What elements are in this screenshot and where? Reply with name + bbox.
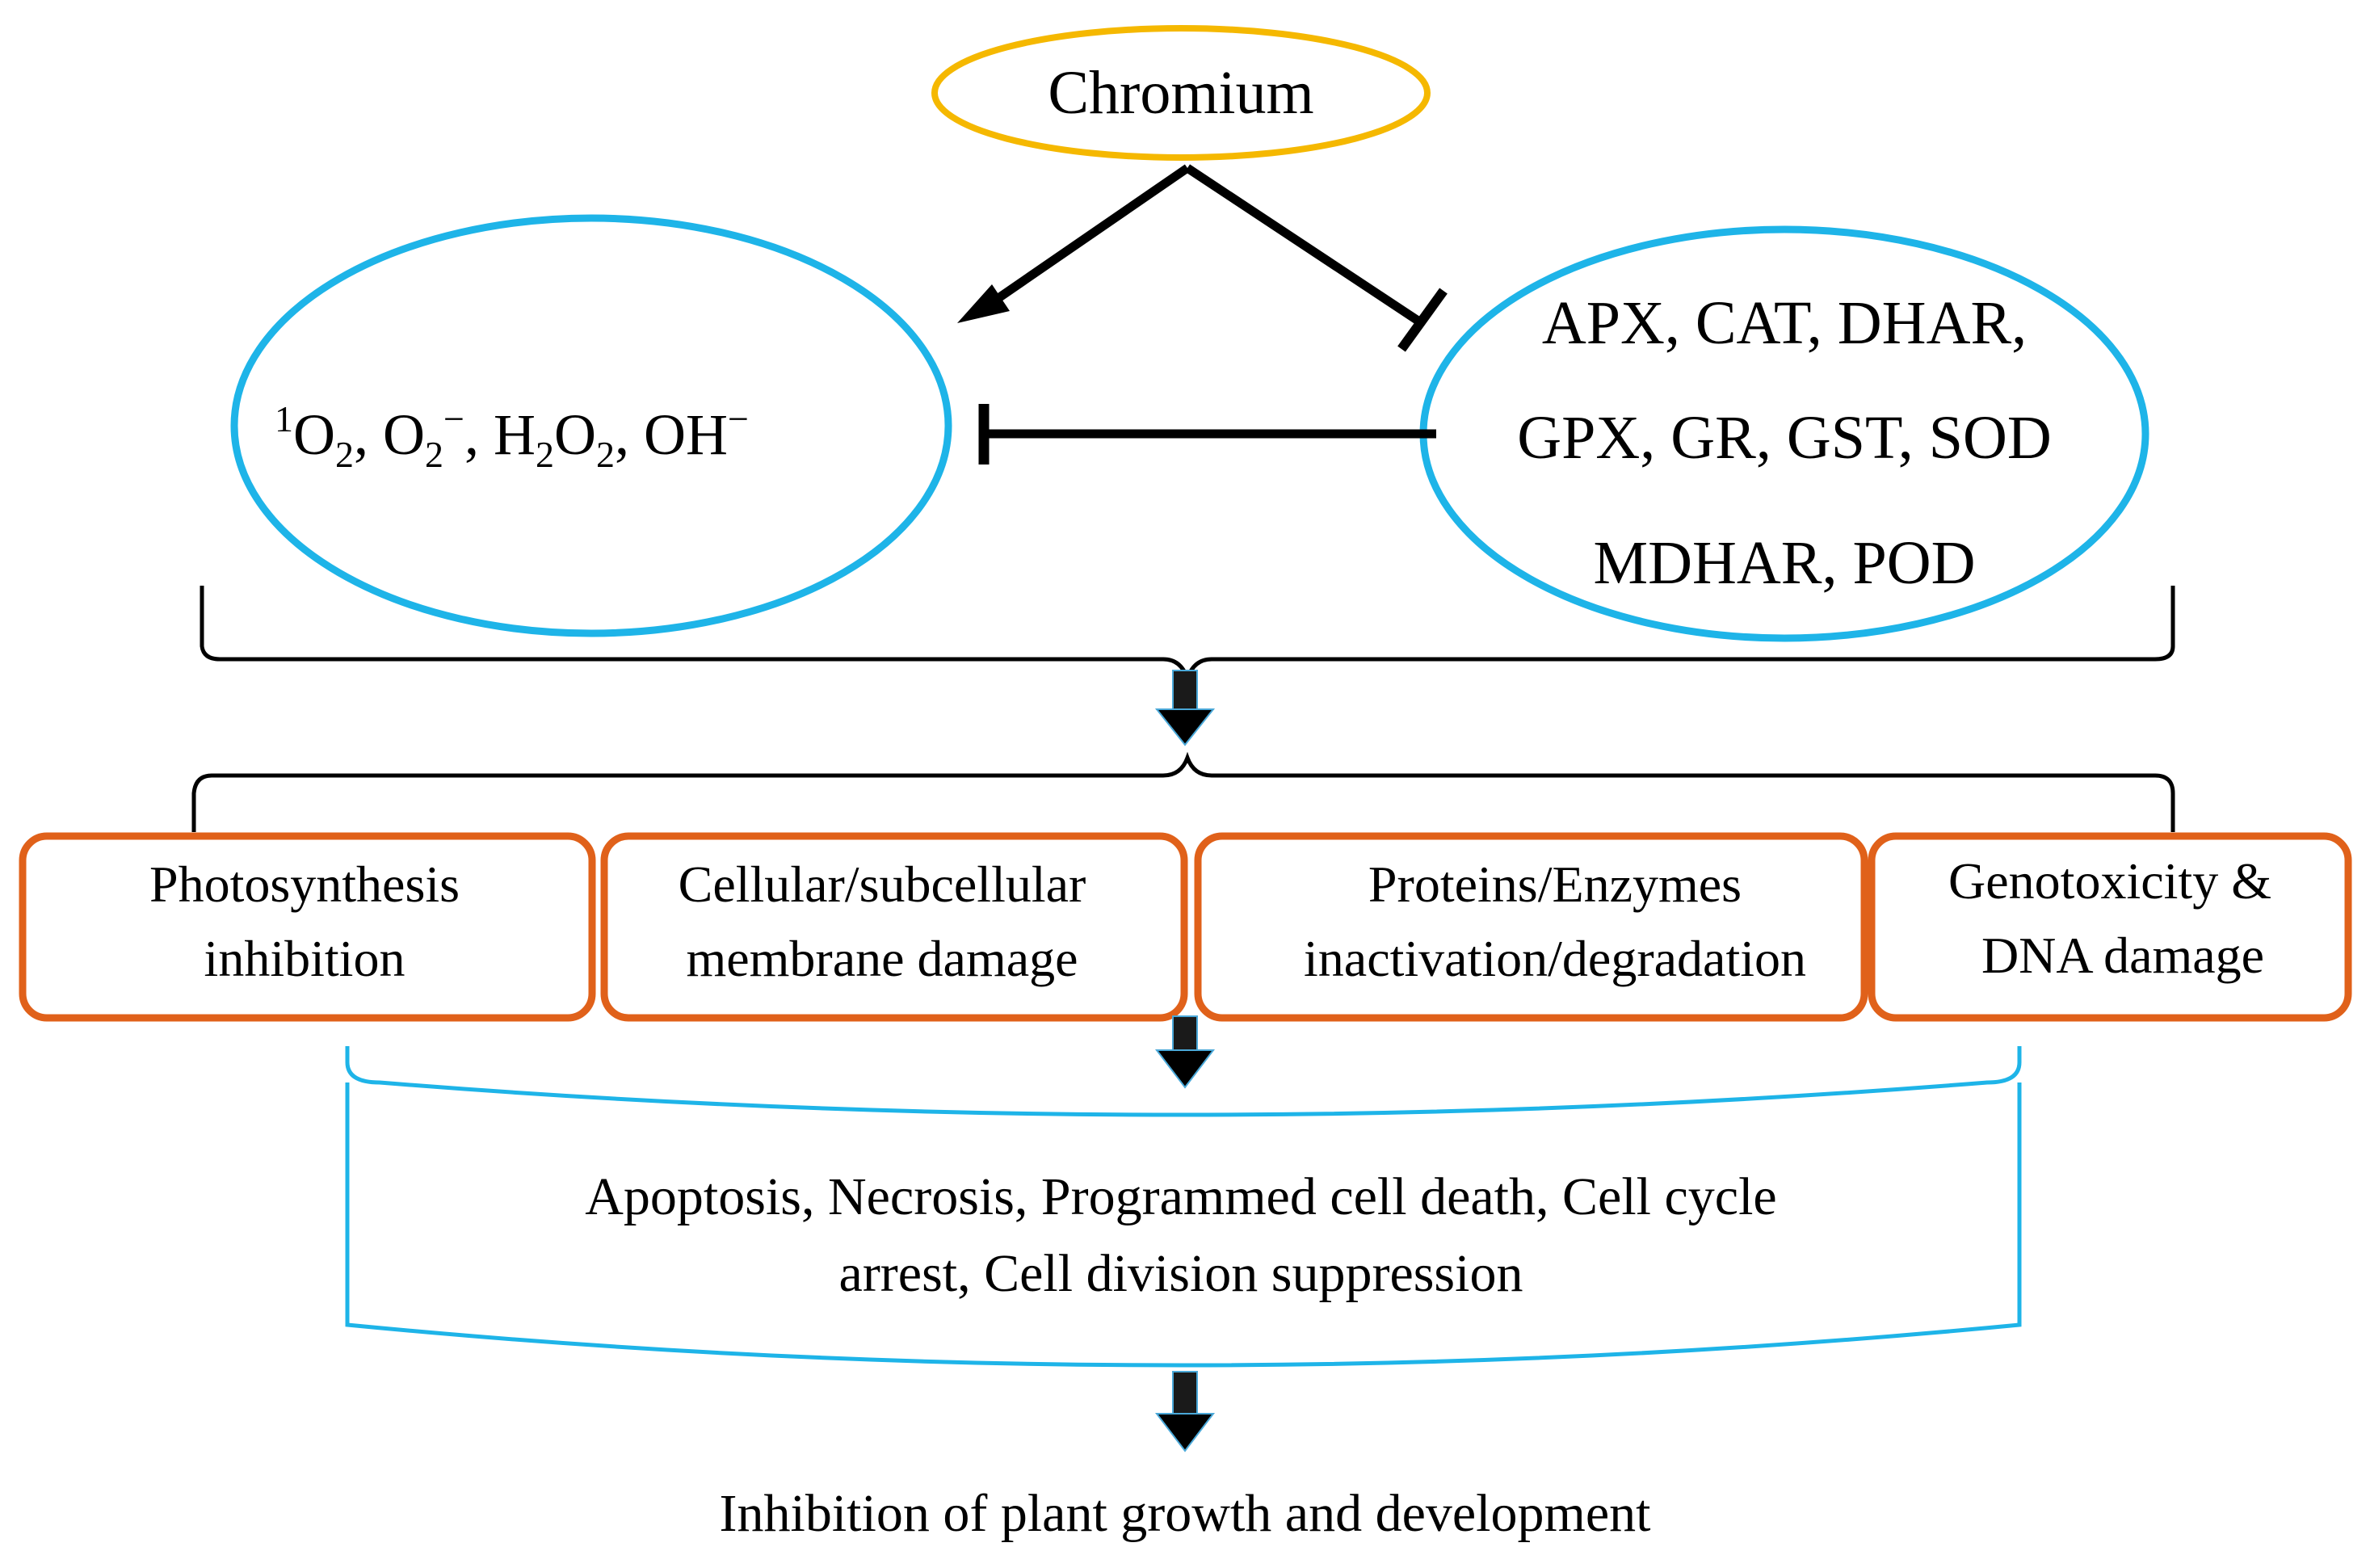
- effect-genotoxicity-line1: Genotoxicity &: [1948, 852, 2271, 910]
- inhibit-to-antioxidants-bar: [1397, 288, 1448, 352]
- ros-label: 1O2, O2−, H2O2, OH−: [275, 398, 749, 475]
- cell-death-box: Apoptosis, Necrosis, Programmed cell dea…: [345, 1046, 2022, 1368]
- effect-membrane-line1: Cellular/subcellular: [679, 855, 1086, 913]
- down-arrow-2: [1154, 1015, 1216, 1089]
- effect-proteins-line1: Proteins/Enzymes: [1368, 855, 1742, 913]
- effect-photosynthesis-line1: Photosynthesis: [149, 855, 460, 913]
- cell-death-line2: arrest, Cell division suppression: [839, 1244, 1523, 1303]
- effect-box-genotoxicity: Genotoxicity & DNA damage: [1868, 832, 2352, 1022]
- cell-death-outline: [345, 1046, 2022, 1368]
- effect-proteins-line2: inactivation/degradation: [1304, 930, 1806, 987]
- antioxidants-line2: GPX, GR, GST, SOD: [1517, 404, 2052, 472]
- effect-box-photosynthesis: Photosynthesis inhibition: [19, 832, 596, 1022]
- effect-membrane-line2: membrane damage: [686, 930, 1078, 987]
- arrow-to-ros-head: [957, 284, 1010, 323]
- ros-node: 1O2, O2−, H2O2, OH−: [230, 214, 952, 637]
- down-arrow-1: [1154, 670, 1216, 746]
- effect-box-proteins: Proteins/Enzymes inactivation/degradatio…: [1194, 832, 1868, 1022]
- antioxidants-inhibit-ros: [978, 404, 1436, 465]
- inhibit-to-antioxidants: [1184, 164, 1425, 327]
- chromium-arrows: [957, 164, 1448, 352]
- outcome-label: Inhibition of plant growth and developme…: [720, 1484, 1651, 1543]
- cell-death-line1: Apoptosis, Necrosis, Programmed cell dea…: [585, 1167, 1776, 1226]
- chromium-node: Chromium: [931, 25, 1431, 161]
- effect-genotoxicity-line2: DNA damage: [1981, 927, 2264, 984]
- antioxidants-node: APX, CAT, DHAR, GPX, GR, GST, SOD MDHAR,…: [1419, 225, 2149, 642]
- antioxidants-line1: APX, CAT, DHAR,: [1542, 289, 2027, 357]
- chromium-ellipse: [931, 25, 1431, 161]
- lower-brace: [191, 751, 2175, 832]
- effect-photosynthesis-line2: inhibition: [204, 930, 406, 987]
- antioxidants-line3: MDHAR, POD: [1594, 529, 1976, 597]
- down-arrow-3: [1154, 1371, 1216, 1452]
- ros-ellipse: [230, 214, 952, 637]
- arrow-to-ros: [982, 164, 1191, 311]
- chromium-label: Chromium: [1048, 59, 1313, 127]
- effect-box-membrane: Cellular/subcellular membrane damage: [600, 832, 1188, 1022]
